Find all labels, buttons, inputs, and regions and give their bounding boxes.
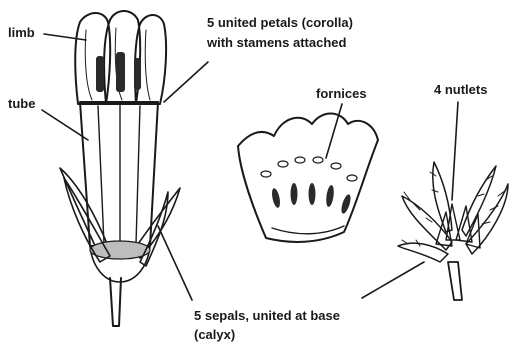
fruit-sepal-front-left xyxy=(398,243,448,262)
flower-drawing xyxy=(60,11,180,326)
fornices-row xyxy=(261,157,357,181)
sepal-front-right xyxy=(140,192,168,266)
anther-center xyxy=(116,52,125,92)
leader-fornices xyxy=(326,104,342,158)
label-nutlets: 4 nutlets xyxy=(434,82,487,97)
label-fornices: fornices xyxy=(316,86,367,101)
label-petals-line2: with stamens attached xyxy=(206,35,346,50)
flower-stem xyxy=(110,278,121,326)
anther-left xyxy=(96,56,104,92)
leader-nutlets xyxy=(452,102,458,200)
label-limb: limb xyxy=(8,25,35,40)
label-sepals-line1: 5 sepals, united at base xyxy=(194,308,340,323)
nutlets-cluster xyxy=(436,204,480,248)
label-tube: tube xyxy=(8,96,35,111)
leader-calyx xyxy=(362,262,424,298)
anther-right xyxy=(134,58,141,90)
label-sepals-line2: (calyx) xyxy=(194,327,235,342)
leader-sepals xyxy=(158,226,192,300)
fruit-sepal-left xyxy=(402,196,452,250)
opened-corolla-drawing xyxy=(238,114,378,242)
leader-limb xyxy=(44,34,86,40)
attached-stamens xyxy=(270,183,352,215)
leader-petals xyxy=(164,62,208,102)
label-petals-line1: 5 united petals (corolla) xyxy=(207,15,353,30)
